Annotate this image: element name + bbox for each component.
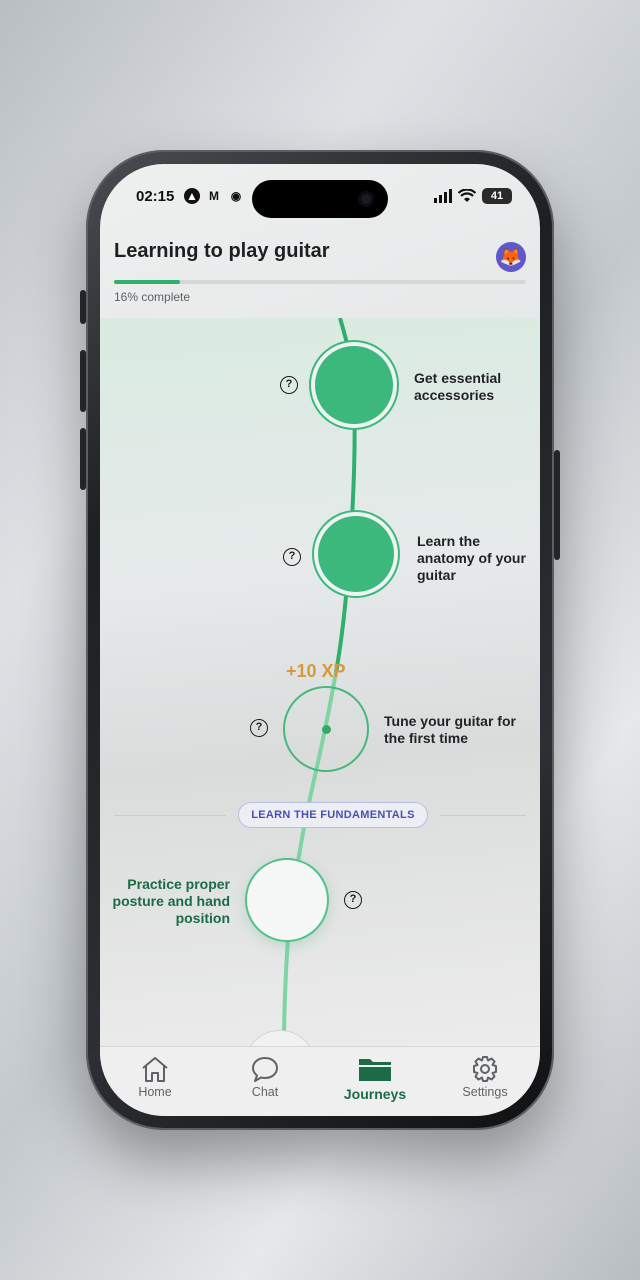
journey-header: Learning to play guitar 🦊 16% complete <box>114 240 526 304</box>
progress-bar-fill <box>114 280 180 284</box>
front-camera <box>358 191 374 207</box>
phone-screen: 02:15 ▲ M ◉ 41 Learning to play guitar 🦊… <box>100 164 540 1116</box>
help-icon-step-3[interactable]: ? <box>250 719 268 737</box>
step-label-1[interactable]: Get essential accessories <box>414 370 501 404</box>
section-divider-line-left <box>114 815 226 816</box>
battery-indicator: 41 <box>482 188 512 204</box>
tab-journeys-label: Journeys <box>343 1086 407 1102</box>
section-label: LEARN THE FUNDAMENTALS <box>238 802 428 828</box>
journey-path[interactable]: ? Get essential accessories ? Learn the … <box>100 318 540 1102</box>
status-bar: 02:15 ▲ M ◉ 41 <box>136 186 512 208</box>
help-icon-step-2[interactable]: ? <box>283 548 301 566</box>
progress-bar <box>114 280 526 284</box>
tab-home-label: Home <box>138 1085 172 1099</box>
tab-chat[interactable]: Chat <box>210 1047 320 1116</box>
step-3-line-2: the first time <box>384 730 469 746</box>
help-icon-step-1[interactable]: ? <box>280 376 298 394</box>
tab-chat-label: Chat <box>251 1085 279 1099</box>
step-node-posture[interactable] <box>245 858 329 942</box>
phone-volume-down-button <box>80 428 86 490</box>
section-divider: LEARN THE FUNDAMENTALS <box>114 802 526 830</box>
phone-volume-up-button <box>80 350 86 412</box>
step-node-get-accessories[interactable] <box>315 346 393 424</box>
step-label-2[interactable]: Learn the anatomy of your guitar <box>417 533 526 584</box>
navigation-arrow-icon: ▲ <box>184 188 200 204</box>
progress-text: 16% complete <box>114 290 191 304</box>
step-label-4[interactable]: Practice proper posture and hand positio… <box>100 876 230 927</box>
step-1-line-2: accessories <box>414 387 495 403</box>
step-4-line-1: Practice proper <box>127 876 230 892</box>
step-4-line-3: position <box>175 910 230 926</box>
xp-badge: +10 XP <box>286 661 346 681</box>
help-icon-step-4[interactable]: ? <box>344 891 362 909</box>
step-2-line-1: Learn the <box>417 533 481 549</box>
folder-icon <box>359 1059 391 1081</box>
step-node-tune-guitar[interactable] <box>283 686 369 772</box>
dynamic-island <box>252 180 388 218</box>
chat-bubble-icon <box>252 1057 278 1082</box>
fox-avatar-icon: 🦊 <box>499 246 523 267</box>
bottom-tab-bar: Home Chat Journeys Settings <box>100 1046 540 1116</box>
step-2-line-2: anatomy of your <box>417 550 526 566</box>
tab-settings-label: Settings <box>462 1085 508 1099</box>
step-4-line-2: posture and hand <box>112 893 230 909</box>
gmail-icon: M <box>209 189 219 203</box>
current-step-dot <box>321 724 331 734</box>
tab-journeys[interactable]: Journeys <box>320 1047 430 1116</box>
step-3-line-1: Tune your guitar for <box>384 713 516 729</box>
phone-action-button <box>80 290 86 324</box>
status-time: 02:15 <box>136 188 175 205</box>
signal-icon <box>434 189 452 203</box>
record-icon: ◉ <box>230 189 242 203</box>
tab-home[interactable]: Home <box>100 1047 210 1116</box>
section-divider-line-right <box>440 815 526 816</box>
journey-path-line <box>282 318 357 1046</box>
step-node-learn-anatomy[interactable] <box>318 516 394 592</box>
page-title: Learning to play guitar <box>114 240 330 262</box>
house-icon <box>142 1057 168 1082</box>
step-label-3[interactable]: Tune your guitar for the first time <box>384 713 516 747</box>
avatar[interactable]: 🦊 <box>496 242 526 272</box>
step-2-line-3: guitar <box>417 567 456 583</box>
wifi-icon <box>458 189 476 202</box>
gear-icon <box>473 1056 497 1082</box>
step-1-line-1: Get essential <box>414 370 502 386</box>
phone-power-button <box>554 450 560 560</box>
tab-settings[interactable]: Settings <box>430 1047 540 1116</box>
